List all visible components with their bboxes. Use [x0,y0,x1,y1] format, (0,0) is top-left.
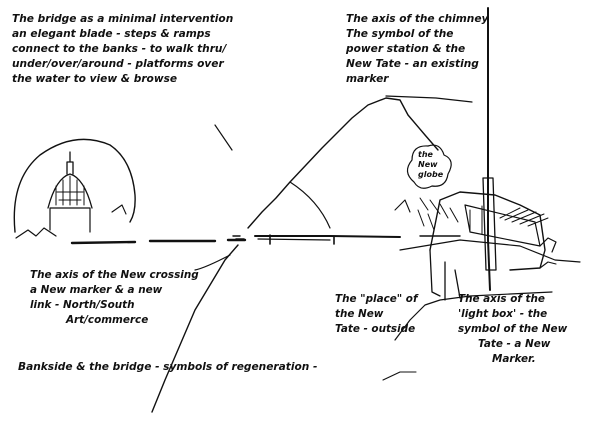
chimney-annotation: The axis of the chimney The symbol of th… [346,12,488,87]
globe-label-line: globe [418,170,444,179]
lightbox-annotation-line: Marker. [492,353,536,365]
lightbox-annotation-line: 'light box' - the [458,308,548,320]
place-annotation: The "place" of the New Tate - outside [335,292,417,337]
chimney-annotation-line: The axis of the chimney [346,13,489,25]
lightbox-annotation-line: The axis of the [458,293,545,305]
ground-lines [382,291,553,381]
place-annotation-line: The "place" of [335,293,418,305]
crossing-annotation-line: The axis of the New crossing [30,269,199,281]
lightbox-annotation-line: symbol of the New [458,323,568,335]
tate-building [399,7,581,301]
crossing-annotation-line: link - North/South [30,299,135,311]
bridge-annotation-line: connect to the banks - to walk thru/ [12,43,227,55]
crossing-annotation: The axis of the New crossing a New marke… [30,268,199,328]
globe-label-line: New [418,160,438,169]
bridge-annotation-line: an elegant blade - steps & ramps [12,28,211,40]
lightbox-annotation-line: Tate - a New [478,338,551,350]
globe-label: the New globe [418,150,443,180]
bankside-caption: Bankside & the bridge - symbols of regen… [18,361,318,373]
crossing-annotation-line: a New marker & a new [30,284,163,296]
crossing-annotation-line: Art/commerce [66,314,149,326]
river-bank-line [151,97,439,413]
chimney-annotation-line: marker [346,73,389,85]
bridge-annotation: The bridge as a minimal intervention an … [12,12,233,87]
chimney-annotation-line: The symbol of the [346,28,454,40]
place-annotation-line: Tate - outside [335,323,416,335]
bridge-annotation-line: the water to view & browse [12,73,178,85]
leader-lines [194,95,473,271]
bridge-annotation-line: The bridge as a minimal intervention [12,13,234,25]
globe-label-line: the [418,150,433,159]
lightbox-annotation: The axis of the 'light box' - the symbol… [458,292,567,367]
chimney-annotation-line: New Tate - an existing [346,58,479,70]
place-annotation-line: the New [335,308,384,320]
chimney-annotation-line: power station & the [346,43,466,55]
bridge-line [70,234,461,245]
bridge-annotation-line: under/over/around - platforms over [12,58,224,70]
st-pauls-vignette [13,138,136,239]
new-globe-cloud [394,144,459,231]
